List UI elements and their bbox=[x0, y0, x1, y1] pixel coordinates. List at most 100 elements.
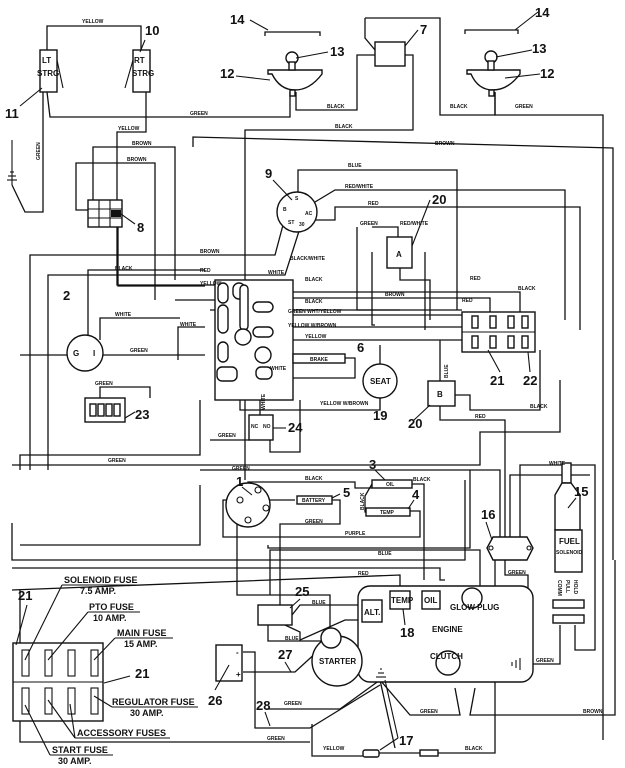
svg-text:TEMP: TEMP bbox=[380, 510, 395, 516]
harness-connector-block bbox=[214, 279, 294, 401]
svg-text:7.5 AMP.: 7.5 AMP. bbox=[80, 586, 116, 596]
battery-26: - + bbox=[215, 644, 243, 682]
ground-icon bbox=[376, 668, 386, 678]
svg-text:24: 24 bbox=[288, 420, 303, 435]
svg-text:AC: AC bbox=[305, 211, 313, 217]
seat-switch: SEAT bbox=[362, 363, 398, 399]
svg-text:GREEN: GREEN bbox=[267, 736, 285, 742]
svg-text:BLACK: BLACK bbox=[518, 286, 536, 292]
svg-text:BLACK: BLACK bbox=[335, 124, 353, 130]
svg-text:BLUE: BLUE bbox=[444, 364, 450, 378]
left-headlight bbox=[264, 31, 323, 97]
svg-text:BLACK: BLACK bbox=[413, 477, 431, 483]
connector-25 bbox=[257, 604, 293, 626]
svg-text:1: 1 bbox=[236, 474, 243, 489]
svg-text:9: 9 bbox=[265, 166, 272, 181]
svg-text:MAIN FUSE: MAIN FUSE bbox=[117, 628, 167, 638]
svg-text:BLUE: BLUE bbox=[378, 551, 392, 557]
svg-text:BLACK: BLACK bbox=[360, 492, 366, 510]
svg-text:10 AMP.: 10 AMP. bbox=[93, 613, 127, 623]
svg-text:PURPLE: PURPLE bbox=[345, 531, 366, 537]
svg-text:12: 12 bbox=[540, 66, 554, 81]
svg-text:PULL: PULL bbox=[564, 580, 570, 593]
svg-text:16: 16 bbox=[481, 507, 495, 522]
svg-text:BLACK: BLACK bbox=[305, 277, 323, 283]
key-switch-9: S B AC ST 30 bbox=[276, 191, 318, 233]
svg-text:GREEN: GREEN bbox=[130, 348, 148, 354]
svg-text:YELLOW: YELLOW bbox=[323, 746, 345, 752]
svg-text:RT: RT bbox=[134, 56, 145, 65]
svg-text:SEAT: SEAT bbox=[370, 377, 391, 386]
svg-text:S: S bbox=[295, 196, 299, 202]
ground-icon bbox=[7, 140, 17, 185]
svg-text:GREEN: GREEN bbox=[508, 570, 526, 576]
svg-text:COMM: COMM bbox=[556, 580, 562, 596]
svg-text:BLACK: BLACK bbox=[465, 746, 483, 752]
svg-text:GREEN: GREEN bbox=[420, 709, 438, 715]
svg-text:GREEN: GREEN bbox=[515, 104, 533, 110]
svg-text:NO: NO bbox=[263, 424, 271, 430]
svg-text:BROWN: BROWN bbox=[127, 157, 147, 163]
relay-a: A bbox=[386, 236, 413, 269]
svg-text:RED: RED bbox=[470, 276, 481, 282]
svg-text:CLUTCH: CLUTCH bbox=[430, 652, 463, 661]
svg-text:A: A bbox=[396, 250, 402, 259]
oil-indicator: OIL bbox=[371, 479, 413, 489]
svg-text:ENGINE: ENGINE bbox=[432, 625, 463, 634]
svg-text:RED: RED bbox=[358, 571, 369, 577]
svg-text:YELLOW: YELLOW bbox=[118, 126, 140, 132]
svg-text:8: 8 bbox=[137, 220, 144, 235]
svg-text:26: 26 bbox=[208, 693, 222, 708]
svg-text:GREEN: GREEN bbox=[108, 458, 126, 464]
svg-text:12: 12 bbox=[220, 66, 234, 81]
battery-indicator: BATTERY bbox=[296, 495, 333, 505]
svg-text:BLUE: BLUE bbox=[285, 636, 299, 642]
svg-text:GREEN: GREEN bbox=[360, 221, 378, 227]
svg-text:18: 18 bbox=[400, 625, 414, 640]
svg-text:GREEN: GREEN bbox=[232, 466, 250, 472]
svg-text:2: 2 bbox=[63, 288, 70, 303]
right-headlight bbox=[464, 29, 521, 97]
component-2: G I bbox=[66, 334, 104, 372]
svg-text:19: 19 bbox=[373, 408, 387, 423]
svg-text:23: 23 bbox=[135, 407, 149, 422]
svg-text:G: G bbox=[73, 349, 79, 358]
left-steering-sensor: LT STRG bbox=[37, 49, 64, 93]
svg-text:21: 21 bbox=[18, 588, 32, 603]
svg-text:SOLENOID FUSE: SOLENOID FUSE bbox=[64, 575, 138, 585]
svg-text:GREEN: GREEN bbox=[284, 701, 302, 707]
connector-8 bbox=[87, 199, 123, 228]
svg-text:YELLOW: YELLOW bbox=[305, 334, 327, 340]
svg-text:SOLENOID: SOLENOID bbox=[556, 550, 583, 556]
svg-text:YELLOW W/BROWN: YELLOW W/BROWN bbox=[320, 401, 369, 407]
svg-text:BRAKE: BRAKE bbox=[310, 357, 328, 363]
svg-text:RED/WHITE: RED/WHITE bbox=[400, 221, 429, 227]
svg-text:BATTERY: BATTERY bbox=[302, 498, 326, 504]
svg-text:B: B bbox=[283, 207, 287, 213]
svg-text:RED: RED bbox=[462, 298, 473, 304]
svg-text:28: 28 bbox=[256, 698, 270, 713]
svg-text:+: + bbox=[236, 670, 241, 679]
svg-text:BROWN: BROWN bbox=[583, 709, 603, 715]
svg-text:RED/WHITE: RED/WHITE bbox=[345, 184, 374, 190]
svg-text:15: 15 bbox=[574, 484, 588, 499]
svg-text:RED: RED bbox=[368, 201, 379, 207]
svg-text:11: 11 bbox=[5, 106, 19, 121]
svg-text:BROWN: BROWN bbox=[435, 141, 455, 147]
svg-text:GREEN: GREEN bbox=[536, 658, 554, 664]
svg-text:14: 14 bbox=[230, 12, 245, 27]
svg-text:GREEN: GREEN bbox=[305, 519, 323, 525]
svg-text:RED: RED bbox=[475, 414, 486, 420]
svg-text:BLACK: BLACK bbox=[305, 476, 323, 482]
svg-text:5: 5 bbox=[343, 485, 350, 500]
svg-text:22: 22 bbox=[523, 373, 537, 388]
svg-text:30 AMP.: 30 AMP. bbox=[58, 756, 92, 766]
svg-text:14: 14 bbox=[535, 5, 550, 20]
svg-text:4: 4 bbox=[412, 487, 420, 502]
svg-text:OIL: OIL bbox=[424, 596, 437, 605]
svg-text:10: 10 bbox=[145, 23, 159, 38]
svg-text:BLACK/WHITE: BLACK/WHITE bbox=[290, 256, 326, 262]
svg-text:BLACK: BLACK bbox=[530, 404, 548, 410]
svg-text:WHITE: WHITE bbox=[261, 393, 267, 410]
fuse-box-diagram: SOLENOID FUSE 7.5 AMP. PTO FUSE 10 AMP. … bbox=[12, 575, 198, 766]
